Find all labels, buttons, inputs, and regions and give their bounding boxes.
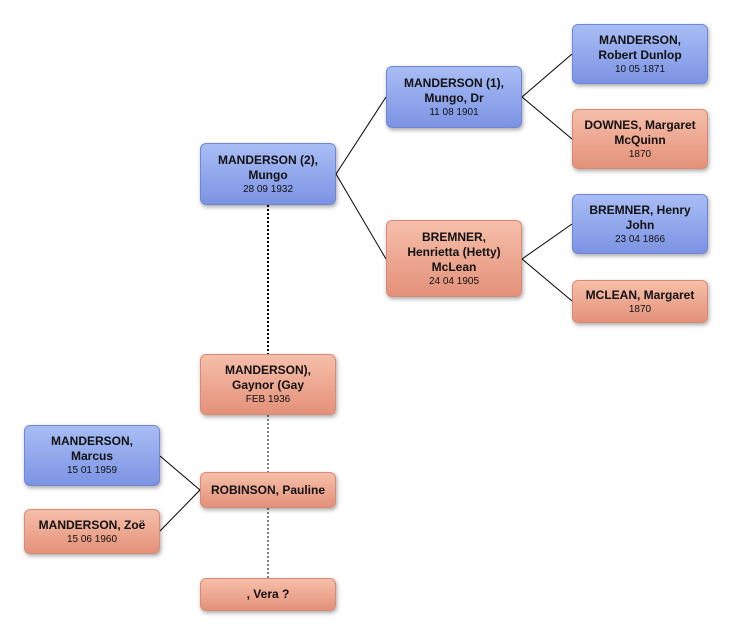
person-name: MANDERSON, Zoë bbox=[38, 517, 146, 532]
person-node-marcus[interactable]: MANDERSON, Marcus 15 01 1959 bbox=[24, 425, 160, 486]
person-node-margaret-mclean[interactable]: MCLEAN, Margaret 1870 bbox=[572, 280, 708, 323]
person-date: 10 05 1871 bbox=[614, 63, 666, 75]
person-date: 11 08 1901 bbox=[429, 106, 479, 118]
connector-henrietta-margaret-m bbox=[521, 258, 573, 302]
connector-mungo2-henrietta bbox=[335, 173, 387, 260]
person-node-gaynor[interactable]: MANDERSON), Gaynor (Gay FEB 1936 bbox=[200, 354, 336, 415]
person-node-mungo2[interactable]: MANDERSON (2), Mungo 28 09 1932 bbox=[200, 143, 336, 205]
connector-mungo2-mungo1 bbox=[335, 96, 387, 175]
connector-pauline-zoe bbox=[159, 489, 201, 532]
person-node-pauline[interactable]: ROBINSON, Pauline bbox=[200, 472, 336, 508]
connector-mungo1-robert bbox=[521, 53, 573, 98]
person-name: DOWNES, Margaret McQuinn bbox=[584, 117, 696, 147]
person-node-henry[interactable]: BREMNER, Henry John 23 04 1866 bbox=[572, 194, 708, 254]
connector-henrietta-henry bbox=[521, 223, 573, 260]
person-date: 15 01 1959 bbox=[66, 465, 118, 476]
person-node-henrietta[interactable]: BREMNER, Henrietta (Hetty) McLean 24 04 … bbox=[386, 220, 522, 297]
person-name: , Vera ? bbox=[246, 587, 290, 601]
person-name: BREMNER, Henry John bbox=[589, 202, 691, 232]
person-node-zoe[interactable]: MANDERSON, Zoë 15 06 1960 bbox=[24, 509, 160, 554]
person-date: FEB 1936 bbox=[245, 394, 291, 405]
person-date: 23 04 1866 bbox=[614, 233, 666, 245]
person-name: BREMNER, Henrietta (Hetty) McLean bbox=[407, 229, 501, 274]
person-name: ROBINSON, Pauline bbox=[210, 482, 326, 497]
person-name: MANDERSON, Robert Dunlop bbox=[598, 32, 682, 62]
person-node-mungo1[interactable]: MANDERSON (1), Mungo, Dr 11 08 1901 bbox=[386, 66, 522, 128]
person-node-margaret-downes[interactable]: DOWNES, Margaret McQuinn 1870 bbox=[572, 109, 708, 169]
person-date: 1870 bbox=[628, 303, 652, 315]
person-date: 28 09 1932 bbox=[242, 183, 294, 195]
connector-pauline-marcus bbox=[159, 455, 201, 491]
person-date: 1870 bbox=[628, 148, 652, 160]
person-node-vera[interactable]: , Vera ? bbox=[200, 578, 336, 611]
person-name: MANDERSON (1), Mungo, Dr bbox=[403, 75, 504, 105]
person-date: 15 06 1960 bbox=[66, 533, 118, 545]
person-date: 24 04 1905 bbox=[428, 275, 480, 287]
person-name: MCLEAN, Margaret bbox=[585, 287, 695, 302]
person-name: MANDERSON, Marcus bbox=[50, 434, 133, 463]
person-name: MANDERSON), Gaynor (Gay bbox=[225, 363, 311, 392]
person-name: MANDERSON (2), Mungo bbox=[217, 152, 318, 182]
connector-mungo1-margaret-d bbox=[521, 96, 573, 140]
person-node-robert[interactable]: MANDERSON, Robert Dunlop 10 05 1871 bbox=[572, 24, 708, 84]
